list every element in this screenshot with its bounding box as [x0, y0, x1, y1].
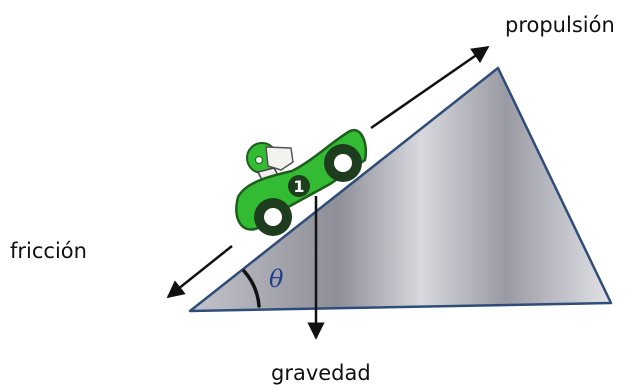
gravity-label: gravedad	[271, 361, 371, 385]
driver-face	[265, 146, 294, 171]
friction-label: fricción	[10, 239, 87, 263]
inclined-ramp	[188, 66, 613, 313]
friction-arrow	[166, 245, 233, 299]
race-car-icon: 1	[235, 128, 367, 236]
angle-symbol: θ	[269, 265, 284, 293]
car-number-badge	[288, 175, 310, 197]
driver-eye	[255, 156, 263, 164]
propulsion-arrow	[370, 45, 490, 130]
propulsion-label: propulsión	[505, 13, 615, 37]
car-number: 1	[293, 177, 304, 196]
angle-arc	[242, 269, 261, 308]
